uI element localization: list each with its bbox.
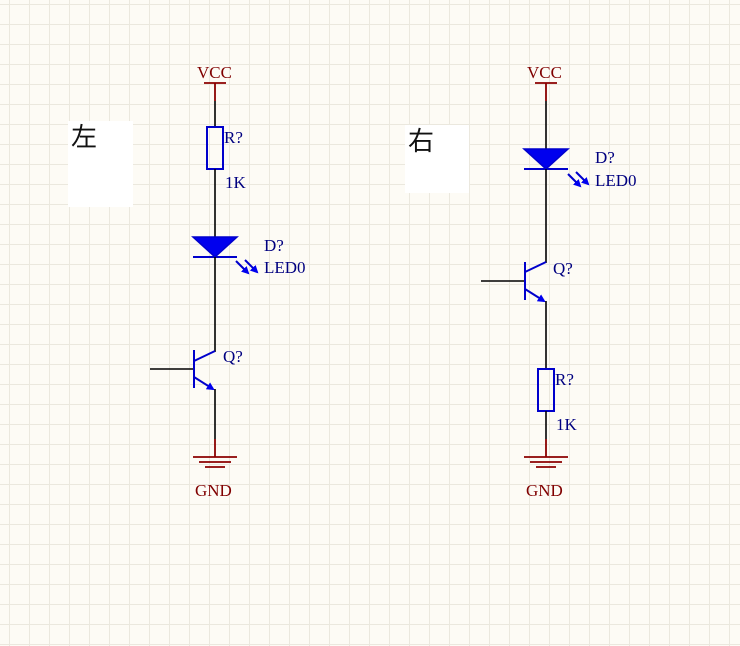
left-led-value: LED0: [264, 258, 306, 277]
right-resistor-ref: R?: [555, 370, 574, 389]
right-resistor[interactable]: R? 1K: [537, 368, 578, 434]
left-transistor[interactable]: Q?: [150, 347, 243, 391]
left-circuit: VCC R? 1K D? LED0 Q?: [150, 63, 306, 500]
right-transistor[interactable]: Q?: [481, 259, 573, 303]
left-resistor-ref: R?: [224, 128, 243, 147]
left-vcc-port[interactable]: VCC: [197, 63, 232, 101]
left-resistor-value: 1K: [225, 173, 247, 192]
left-vcc-label: VCC: [197, 63, 232, 82]
right-led-value: LED0: [595, 171, 637, 190]
left-label: 左: [68, 121, 133, 207]
left-resistor[interactable]: R? 1K: [206, 126, 247, 192]
right-gnd-label: GND: [526, 481, 563, 500]
left-transistor-ref: Q?: [223, 347, 243, 366]
right-vcc-label: VCC: [527, 63, 562, 82]
right-gnd-port[interactable]: GND: [524, 439, 568, 500]
right-led-ref: D?: [595, 148, 615, 167]
left-label-text: 左: [71, 123, 98, 153]
left-gnd-label: GND: [195, 481, 232, 500]
left-led-ref: D?: [264, 236, 284, 255]
right-transistor-ref: Q?: [553, 259, 573, 278]
right-circuit: VCC D? LED0 Q? R? 1K: [481, 63, 637, 500]
right-label: 右: [405, 125, 469, 193]
right-label-text: 右: [408, 127, 435, 157]
right-led[interactable]: D? LED0: [522, 148, 637, 190]
right-vcc-port[interactable]: VCC: [527, 63, 562, 101]
left-led[interactable]: D? LED0: [191, 236, 306, 277]
right-resistor-value: 1K: [556, 415, 578, 434]
left-gnd-port[interactable]: GND: [193, 439, 237, 500]
